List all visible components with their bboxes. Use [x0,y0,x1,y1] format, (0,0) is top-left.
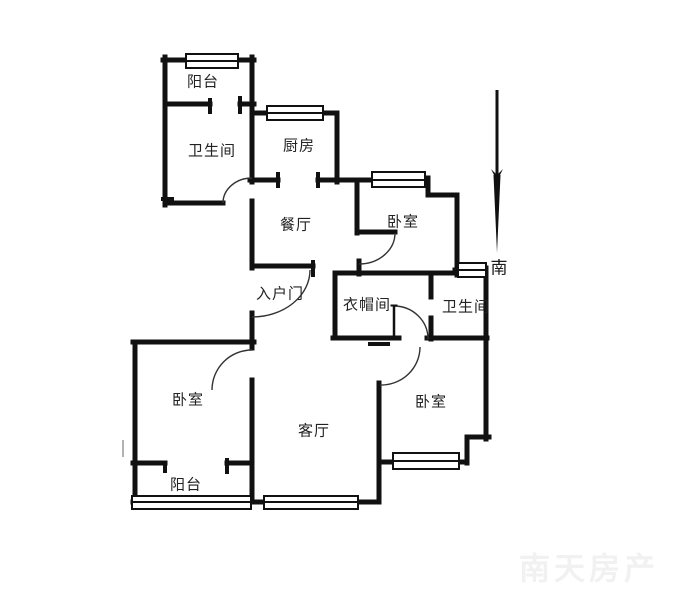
door-leaf-cloakroom [390,304,398,339]
door-arc-entry [251,269,311,318]
window-bedroom-top [371,171,426,188]
room-label-living-room: 客厅 [297,421,331,440]
south-arrow-icon [491,90,503,253]
south-label: 南 [490,258,508,279]
room-label-cloakroom: 衣帽间 [342,295,392,314]
window-bedroom-right [392,452,460,470]
window-balcony-top [185,53,239,69]
wall-jamb-ticks [161,96,390,474]
door-arc-bedroom-top [358,232,396,265]
window-south-small [457,262,487,278]
watermark-text: 南天房产 [519,551,659,588]
door-arcs [211,177,429,391]
door-arc-bathroom-top [222,177,253,204]
room-label-bedroom-right: 卧室 [414,392,448,411]
room-label-bathroom-top: 卫生间 [187,141,237,160]
door-arc-bedroom-right [379,346,421,386]
room-label-bedroom-left: 卧室 [171,390,205,409]
room-label-kitchen: 厨房 [282,136,316,155]
window-balcony-bottom [131,495,252,510]
door-arc-cloakroom [393,305,429,340]
window-living-room [263,495,359,510]
door-arc-bedroom-left [211,349,253,391]
entry-door-label: 入户门 [255,284,305,303]
room-label-balcony-bottom: 阳台 [169,475,203,494]
room-label-dining-room: 餐厅 [279,215,313,234]
room-label-bedroom-top: 卧室 [386,212,420,231]
windows [131,53,487,510]
window-kitchen [266,105,324,121]
room-label-balcony-top: 阳台 [186,72,220,91]
room-label-bathroom-right: 卫生间 [441,297,491,316]
